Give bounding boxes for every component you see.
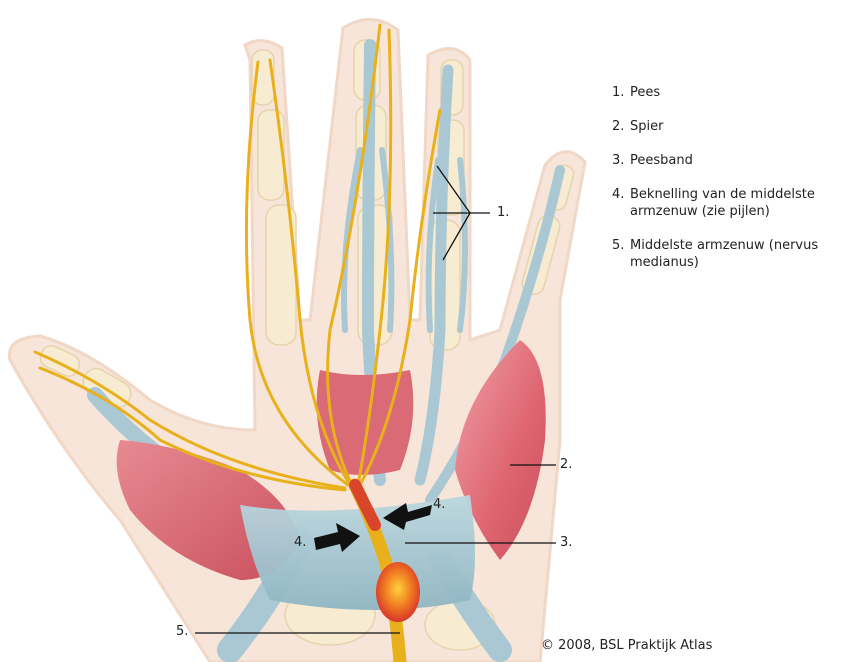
legend-text: Spier — [630, 118, 848, 135]
legend-num: 3. — [612, 152, 630, 169]
legend-item: 3. Peesband — [612, 152, 848, 169]
legend-text: Beknelling van de middelste armzenuw (zi… — [630, 186, 848, 220]
callout-4-left: 4. — [294, 535, 306, 550]
legend-num: 4. — [612, 186, 630, 220]
callout-1: 1. — [497, 205, 509, 220]
legend-item: 5. Middelste armzenuw (nervus medianus) — [612, 237, 848, 271]
callout-3: 3. — [560, 535, 572, 550]
legend-text: Peesband — [630, 152, 848, 169]
copyright-notice: © 2008, BSL Praktijk Atlas — [541, 638, 712, 653]
legend-item: 4. Beknelling van de middelste armzenuw … — [612, 186, 848, 220]
legend-num: 5. — [612, 237, 630, 271]
carpal-ligament-band — [240, 495, 475, 610]
legend-num: 1. — [612, 84, 630, 101]
legend-text: Middelste armzenuw (nervus medianus) — [630, 237, 848, 271]
legend-text: Pees — [630, 84, 848, 101]
legend-item: 2. Spier — [612, 118, 848, 135]
legend-num: 2. — [612, 118, 630, 135]
callout-5: 5. — [176, 624, 188, 639]
legend: 1. Pees 2. Spier 3. Peesband 4. Beknelli… — [612, 84, 848, 288]
callout-2: 2. — [560, 457, 572, 472]
nerve-swelling — [376, 562, 420, 622]
legend-item: 1. Pees — [612, 84, 848, 101]
callout-4-right: 4. — [433, 497, 445, 512]
